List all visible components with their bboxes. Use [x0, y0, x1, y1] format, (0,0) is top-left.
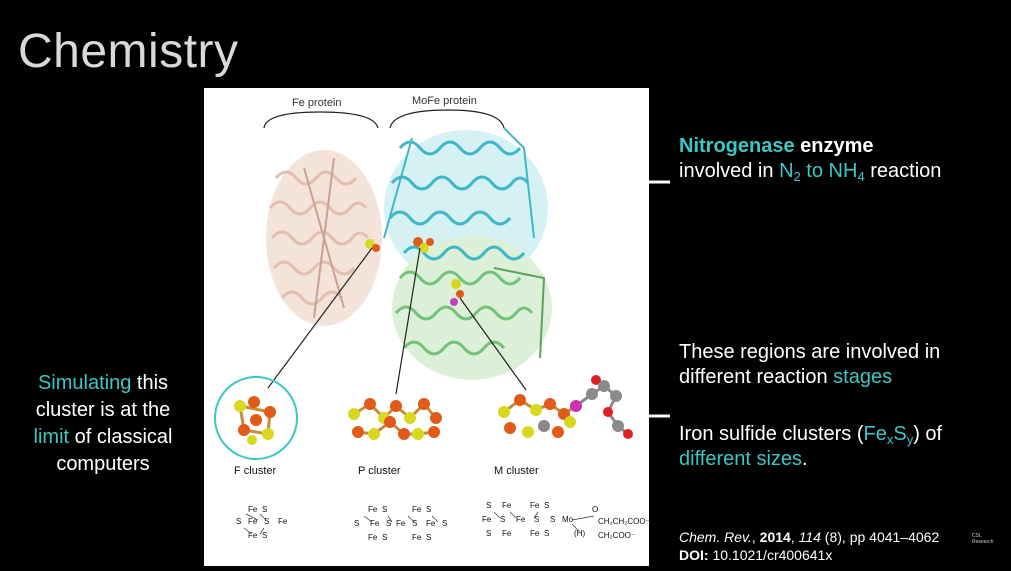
svg-text:Fe: Fe — [426, 519, 436, 528]
svg-text:S: S — [534, 515, 539, 524]
reaction-formula: N2 to NH4 — [779, 160, 865, 184]
svg-text:CH₂COO⁻: CH₂COO⁻ — [598, 531, 635, 540]
svg-text:Fe: Fe — [502, 529, 512, 538]
citation-reference: Chem. Rev., 2014, 114 (8), pp 4041–4062 — [679, 529, 940, 545]
svg-text:S: S — [382, 533, 387, 542]
svg-text:O: O — [592, 505, 598, 514]
svg-text:Fe: Fe — [516, 515, 526, 524]
svg-text:Fe: Fe — [502, 501, 512, 510]
nitrogenase-illustration: Fe protein MoFe protein — [214, 95, 649, 542]
svg-text:Fe: Fe — [412, 505, 422, 514]
svg-text:S: S — [264, 517, 269, 526]
svg-text:S: S — [486, 501, 491, 510]
svg-text:S: S — [412, 519, 417, 528]
fe-protein-label: Fe protein — [292, 97, 342, 109]
arrow-to-m-cluster — [620, 409, 670, 423]
svg-text:S: S — [354, 519, 359, 528]
svg-text:Mo: Mo — [562, 515, 574, 524]
svg-text:Fe: Fe — [530, 529, 540, 538]
citation-doi: DOI: 10.1021/cr400641x — [679, 547, 833, 563]
reaction-line: involved in N2 to NH4 reaction — [679, 160, 942, 184]
svg-text:Fe: Fe — [248, 531, 258, 540]
svg-text:S: S — [550, 515, 555, 524]
svg-text:Fe: Fe — [368, 505, 378, 514]
nitrogenase-figure: Fe protein MoFe protein — [204, 88, 649, 566]
cluster-sites — [365, 237, 464, 306]
mofe-protein-structure — [383, 127, 552, 380]
p-cluster-model — [348, 398, 442, 440]
iron-sulfide-description: Iron sulfide clusters (FexSy) of differe… — [679, 423, 943, 470]
f-cluster-formula: Fe S S Fe S Fe Fe S — [236, 505, 288, 540]
svg-text:Fe: Fe — [368, 533, 378, 542]
simulation-caption: Simulating this cluster is at the limit … — [33, 372, 173, 475]
slide-title: Chemistry — [18, 25, 239, 78]
p-cluster-formula: Fe S Fe S S Fe S Fe S Fe S Fe S Fe S — [354, 505, 447, 542]
m-cluster-formula: S Fe Fe S Fe S Fe S S Mo S Fe Fe S (H) O… — [482, 501, 649, 540]
svg-text:Fe: Fe — [248, 517, 258, 526]
svg-text:S: S — [262, 531, 267, 540]
svg-text:Fe: Fe — [278, 517, 288, 526]
nitrogenase-heading: Nitrogenase enzyme — [679, 134, 999, 159]
f-cluster-highlight-ring — [214, 376, 298, 460]
cluster-leader-lines — [267, 247, 527, 395]
svg-text:S: S — [426, 505, 431, 514]
svg-text:Fe: Fe — [482, 515, 492, 524]
nitrogenase-description: Nitrogenase enzyme involved in N2 to NH4… — [679, 134, 999, 184]
regions-description: These regions are involved in different … — [679, 341, 941, 388]
svg-text:S: S — [382, 505, 387, 514]
svg-text:S: S — [386, 519, 391, 528]
svg-text:Fe: Fe — [412, 533, 422, 542]
svg-text:S: S — [426, 533, 431, 542]
svg-text:Fe: Fe — [248, 505, 258, 514]
svg-text:S: S — [500, 515, 505, 524]
enzyme-word: enzyme — [794, 135, 874, 157]
svg-text:S: S — [262, 505, 267, 514]
mofe-protein-label: MoFe protein — [412, 95, 477, 107]
arrow-to-protein — [558, 175, 670, 189]
research-logo: CSL Research — [972, 533, 994, 545]
fe-protein-brace — [263, 111, 379, 129]
m-cluster-label: M cluster — [494, 465, 539, 477]
m-cluster-model — [498, 375, 633, 439]
citation: Chem. Rev., 2014, 114 (8), pp 4041–4062 … — [679, 528, 939, 564]
fe-protein-structure — [266, 150, 382, 326]
f-cluster-label: F cluster — [234, 465, 277, 477]
f-cluster-model — [234, 396, 276, 445]
svg-text:S: S — [442, 519, 447, 528]
svg-text:Fe: Fe — [396, 519, 406, 528]
svg-text:(H): (H) — [574, 529, 585, 538]
svg-text:Fe: Fe — [530, 501, 540, 510]
svg-text:S: S — [486, 529, 491, 538]
svg-text:S: S — [544, 501, 549, 510]
nitrogenase-word: Nitrogenase — [679, 135, 795, 157]
svg-text:Fe: Fe — [370, 519, 380, 528]
svg-text:S: S — [544, 529, 549, 538]
svg-text:S: S — [236, 517, 241, 526]
p-cluster-label: P cluster — [358, 465, 401, 477]
mofe-protein-brace — [389, 109, 505, 129]
svg-text:CH₂CH₂COO⁻: CH₂CH₂COO⁻ — [598, 517, 649, 526]
